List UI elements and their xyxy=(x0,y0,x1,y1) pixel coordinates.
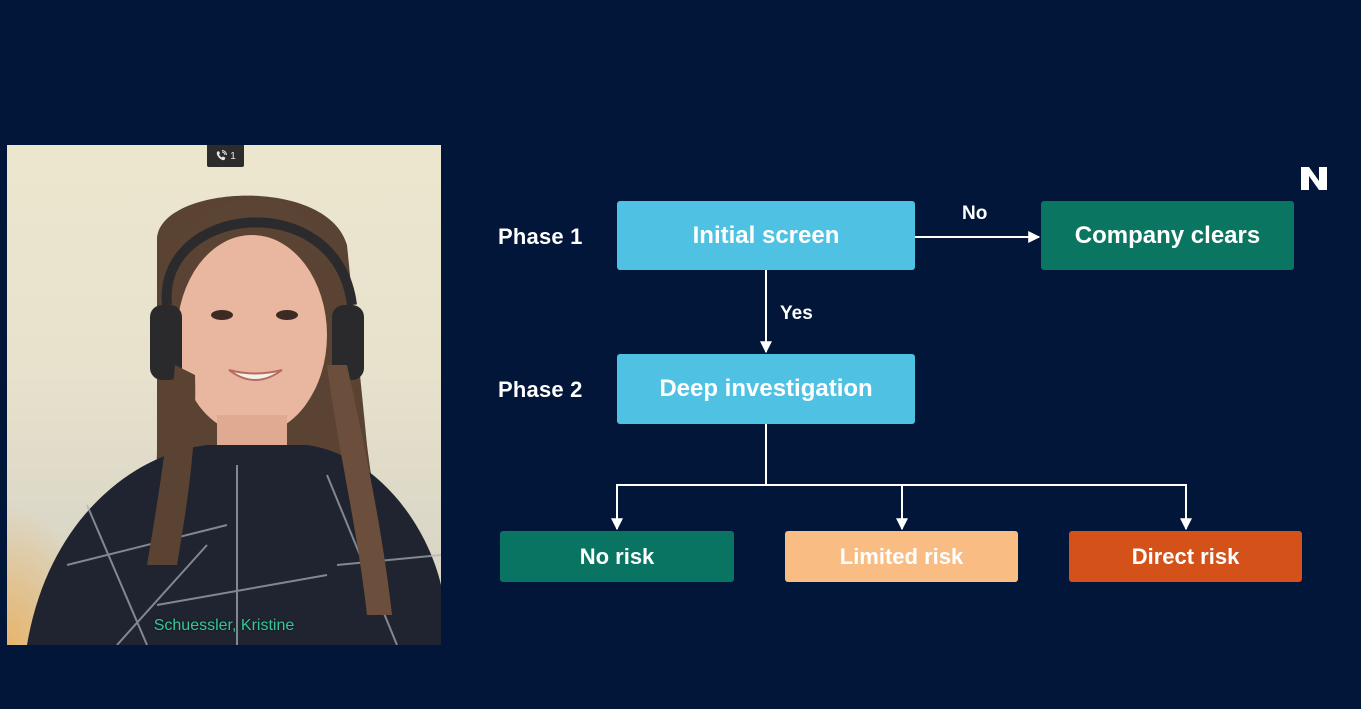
participant-count: 1 xyxy=(230,150,236,162)
edge-label-yes: Yes xyxy=(780,303,813,324)
participant-video-tile[interactable]: 1 Schuessler, Kristine xyxy=(7,145,441,645)
edge-label-no: No xyxy=(962,203,988,224)
node-deep-investigation: Deep investigation xyxy=(617,354,915,424)
call-participants-badge[interactable]: 1 xyxy=(207,145,244,167)
phase-2-label: Phase 2 xyxy=(498,377,583,402)
phone-call-icon xyxy=(217,150,228,161)
phase-1-label: Phase 1 xyxy=(498,224,583,249)
node-initial-screen: Initial screen xyxy=(617,201,915,270)
node-no-risk: No risk xyxy=(500,531,734,582)
n-logo-icon xyxy=(1301,167,1327,190)
participant-name-label: Schuessler, Kristine xyxy=(153,617,295,634)
node-company-clears: Company clears xyxy=(1041,201,1294,270)
node-limited-risk: Limited risk xyxy=(785,531,1018,582)
node-direct-risk: Direct risk xyxy=(1069,531,1302,582)
participant-video-feed xyxy=(27,195,441,645)
